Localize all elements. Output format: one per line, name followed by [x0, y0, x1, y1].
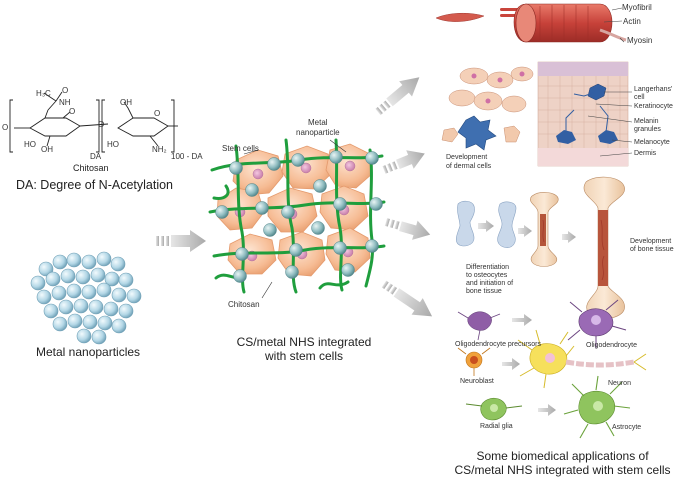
formula-ring-o-label: O	[69, 107, 76, 116]
bone-development-line1: Development	[630, 238, 672, 245]
muscle-illustration	[435, 3, 627, 43]
bone-diff-line3: and initiation of	[466, 280, 514, 287]
dermis-label: Dermis	[634, 150, 657, 157]
bone-diff-line2: to osteocytes	[466, 272, 508, 279]
neuroblast-shape	[457, 347, 491, 376]
radial-glia-label: Radial glia	[480, 423, 513, 430]
chitosan-name: Chitosan	[73, 163, 109, 173]
formula-nh-label: NH	[59, 98, 71, 107]
formula-ring2-o-label: O	[154, 109, 161, 118]
stem-cells-label: Stem cells	[222, 144, 259, 153]
formula-left-o-label: O	[2, 123, 9, 132]
bone-development-line2: of bone tissue	[630, 246, 674, 253]
metal-nanoparticle-label-line1: Metal	[308, 118, 328, 127]
oligo-precursor-shape	[457, 311, 501, 341]
neuroblast-label: Neuroblast	[460, 378, 494, 385]
bone-diff-line4: bone tissue	[466, 288, 502, 295]
formula-subscript-100-da: 100 - DA	[171, 152, 203, 161]
chitosan-structure	[9, 91, 178, 153]
formula-oh2-label: OH	[120, 98, 132, 107]
composite-caption-line2: with stem cells	[264, 349, 344, 363]
myofibril-label: Myofibril	[622, 3, 652, 12]
bone-diff-line1: Differentiation	[466, 264, 510, 271]
stem-cell-composite	[208, 138, 386, 299]
astrocyte-shape	[563, 375, 631, 439]
application-arrows	[375, 77, 433, 317]
actin-label: Actin	[623, 17, 641, 26]
metal-nanoparticles-caption: Metal nanoparticles	[36, 345, 141, 359]
neural-cells-illustration	[457, 299, 647, 439]
oligodendrocyte-label: Oligodendrocyte	[586, 342, 637, 349]
oligodendrocyte-shape	[567, 299, 627, 348]
metal-nanoparticle-label-line2: nanoparticle	[296, 128, 340, 137]
dermal-cells-illustration	[441, 61, 633, 167]
formula-bridge-o-label: O	[98, 120, 105, 129]
astrocyte-label: Astrocyte	[612, 424, 642, 431]
formula-acetyl-label: H₃C	[36, 89, 51, 98]
applications-caption-line1: Some biomedical applications of	[476, 449, 649, 463]
myosin-label: Myosin	[627, 36, 653, 45]
melanocyte-label: Melanocyte	[634, 139, 670, 146]
formula-oh-label: OH	[41, 145, 53, 154]
radial-glia-shape	[465, 397, 523, 421]
bone-illustration	[456, 176, 625, 319]
melanin-label-line1: Melanin	[634, 118, 659, 125]
oligo-precursors-label: Oligodendrocyte precursors	[455, 341, 541, 348]
dermal-development-line1: Development	[446, 154, 488, 161]
dermal-development-line2: of dermal cells	[446, 163, 492, 170]
neuron-label: Neuron	[608, 380, 631, 387]
arrow-to-composite	[156, 230, 206, 252]
neuron-shape	[517, 329, 647, 389]
metal-nanoparticle-cluster	[30, 251, 142, 345]
formula-subscript-da: DA	[90, 152, 102, 161]
degree-acetylation-definition: DA: Degree of N-Acetylation	[16, 178, 174, 192]
formula-ho-label: HO	[24, 140, 36, 149]
formula-carbonyl-o-label: O	[62, 86, 69, 95]
composite-caption-line1: CS/metal NHS integrated	[236, 335, 372, 349]
langerhans-label-line2: cell	[634, 94, 645, 101]
langerhans-label-line1: Langerhans'	[634, 86, 673, 93]
applications-caption-line2: CS/metal NHS integrated with stem cells	[454, 463, 671, 477]
formula-nh2-label: NH₂	[152, 145, 167, 154]
composite-chitosan-label: Chitosan	[228, 300, 260, 309]
melanin-label-line2: granules	[634, 126, 661, 133]
keratinocyte-label: Keratinocyte	[634, 103, 673, 110]
formula-ho2-label: HO	[107, 140, 119, 149]
